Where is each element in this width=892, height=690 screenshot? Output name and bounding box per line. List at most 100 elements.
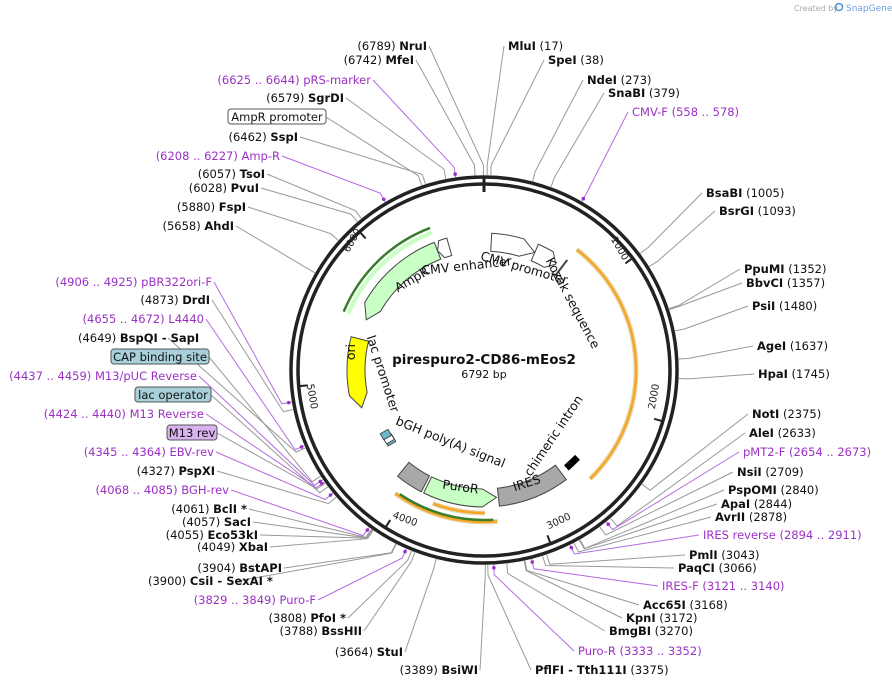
label-pfoi: (3808) PfoI * — [268, 611, 346, 625]
label-mfei-leader — [415, 59, 476, 176]
label-nsii-text: NsiI (2709) — [737, 465, 804, 479]
label-mfei-text: (6742) MfeI — [344, 53, 414, 67]
label-apai: ApaI (2844) — [721, 497, 792, 511]
puro-green-arc — [399, 493, 494, 522]
label-tth111i-leader — [487, 564, 532, 671]
label-amp-r-leader — [281, 155, 386, 203]
tick-label-6000: 6000 — [342, 227, 364, 255]
label-mlui-text: MluI (17) — [508, 39, 563, 53]
label-kpni-text: KpnI (3172) — [626, 611, 698, 625]
label-ndei-leader — [532, 79, 584, 182]
orf-arcs — [342, 226, 639, 525]
label-agei-leader — [678, 345, 754, 360]
ampr-green-arc-fill — [346, 230, 433, 315]
label-cmv-f: CMV-F (558 .. 578) — [632, 105, 739, 119]
feature-label-bgh-poly-a-signal: bGH poly(A) signal — [394, 413, 508, 471]
label-alei-text: AleI (2633) — [749, 426, 816, 440]
label-mlui: MluI (17) — [508, 39, 563, 53]
label-pvui-text: (6028) PvuI — [189, 181, 259, 195]
label-fspi: (5880) FspI — [177, 200, 246, 214]
label-cmv-f-text: CMV-F (558 .. 578) — [632, 105, 739, 119]
label-nrui: (6789) NruI — [357, 39, 427, 53]
label-sspi-leader — [299, 136, 426, 185]
label-m13-reverse-text: (4424 .. 4440) M13 Reverse — [44, 407, 204, 421]
label-ampr-promoter: AmpR promoter — [227, 108, 327, 125]
label-avrii: AvrII (2878) — [715, 510, 787, 524]
feature-kozak-sequence — [554, 259, 569, 277]
label-bbvci-leader — [669, 282, 743, 310]
label-sspi-text: (6462) SspI — [228, 130, 298, 144]
label-ahdi: (5658) AhdI — [162, 219, 234, 233]
label-l4440-primer-mark — [299, 445, 304, 449]
label-drdi-leader — [211, 299, 294, 413]
label-bsrgi-leader — [648, 210, 716, 267]
label-snabi-leader — [550, 92, 605, 188]
label-bspqi-leader — [167, 337, 306, 453]
tick-label-2000: 2000 — [647, 383, 662, 410]
label-agei-text: AgeI (1637) — [757, 339, 828, 353]
label-snabi-text: SnaBI (379) — [608, 86, 680, 100]
tick-6000 — [358, 231, 367, 240]
label-csii-text: (3900) CsiI - SexAI * — [148, 574, 273, 588]
feature-ires — [496, 464, 567, 507]
label-snabi: SnaBI (379) — [608, 86, 680, 100]
label-m13-puc-reverse-text: (4437 .. 4459) M13/pUC Reverse — [9, 369, 197, 383]
label-csii: (3900) CsiI - SexAI * — [148, 574, 273, 588]
label-fspi-text: (5880) FspI — [177, 200, 246, 214]
label-ppumi-text: PpuMI (1352) — [744, 262, 826, 276]
feature-label-kozak-sequence: Kozak sequence — [543, 255, 604, 351]
label-lac-operator-leader — [210, 394, 329, 494]
label-xbai-leader — [269, 530, 374, 548]
label-pvui-leader — [260, 187, 358, 223]
label-bbvci-text: BbvCI (1357) — [746, 276, 825, 290]
label-prs-marker-primer-mark — [453, 172, 457, 176]
label-pmt2-f-primer-mark — [606, 522, 611, 526]
feature-ampr-promoter — [437, 237, 453, 259]
label-nrui-leader — [428, 45, 484, 176]
label-pmt2-f-text: pMT2-F (2654 .. 2673) — [743, 445, 871, 459]
label-bsrgi-text: BsrGI (1093) — [719, 204, 796, 218]
label-m13-rev: M13 rev — [166, 424, 218, 441]
label-ires-f-leader — [531, 558, 659, 587]
label-lac-operator-text: lac operator — [138, 388, 208, 402]
tick-2000 — [653, 417, 664, 423]
label-tsoi-text: (6057) TsoI — [198, 167, 265, 181]
label-tth111i-text: PflFI - Tth111I (3375) — [535, 663, 669, 677]
tick-label-5000: 5000 — [304, 383, 319, 410]
label-bgh-rev-primer-mark — [365, 528, 370, 532]
label-pmli: PmlI (3043) — [689, 548, 760, 562]
label-ampr-promoter-leader — [325, 116, 423, 186]
label-stui-leader — [404, 558, 437, 653]
label-m13-puc-reverse: (4437 .. 4459) M13/pUC Reverse — [9, 369, 197, 383]
label-puro-r-leader — [493, 564, 575, 652]
label-bsshii: (3788) BssHII — [279, 624, 362, 638]
label-ppumi-leader — [668, 268, 741, 310]
label-kpni: KpnI (3172) — [626, 611, 698, 625]
label-apai-leader — [578, 503, 718, 550]
label-bstapi: (3904) BstAPI — [197, 561, 282, 575]
label-amp-r-text: (6208 .. 6227) Amp-R — [156, 149, 280, 163]
label-spei: SpeI (38) — [548, 53, 604, 67]
tick-5000 — [298, 384, 308, 388]
label-ires-reverse-primer-mark — [569, 545, 574, 550]
label-puro-r-text: Puro-R (3333 .. 3352) — [578, 644, 702, 658]
feature-puror — [422, 476, 498, 508]
label-bsshii-leader — [363, 552, 416, 632]
label-amp-r: (6208 .. 6227) Amp-R — [156, 149, 280, 163]
label-cap-binding-site-leader — [208, 356, 321, 483]
label-cap-binding-site-text: CAP binding site — [113, 350, 207, 364]
label-m13-rev-leader — [216, 432, 326, 490]
label-puro-f: (3829 .. 3849) Puro-F — [194, 593, 316, 607]
label-prs-marker: (6625 .. 6644) pRS-marker — [217, 73, 371, 87]
label-hpai: HpaI (1745) — [758, 367, 830, 381]
label-pspomi-text: PspOMI (2840) — [728, 483, 819, 497]
label-puro-f-text: (3829 .. 3849) Puro-F — [194, 593, 316, 607]
label-mfei: (6742) MfeI — [344, 53, 414, 67]
label-ebv-rev-primer-mark — [328, 493, 333, 497]
label-saci-text: (4057) SacI — [182, 515, 251, 529]
label-m13-rev-text: M13 rev — [169, 426, 216, 440]
label-ndei-text: NdeI (273) — [587, 73, 652, 87]
label-psii-text: PsiI (1480) — [752, 299, 817, 313]
label-xbai: (4049) XbaI — [197, 540, 268, 554]
